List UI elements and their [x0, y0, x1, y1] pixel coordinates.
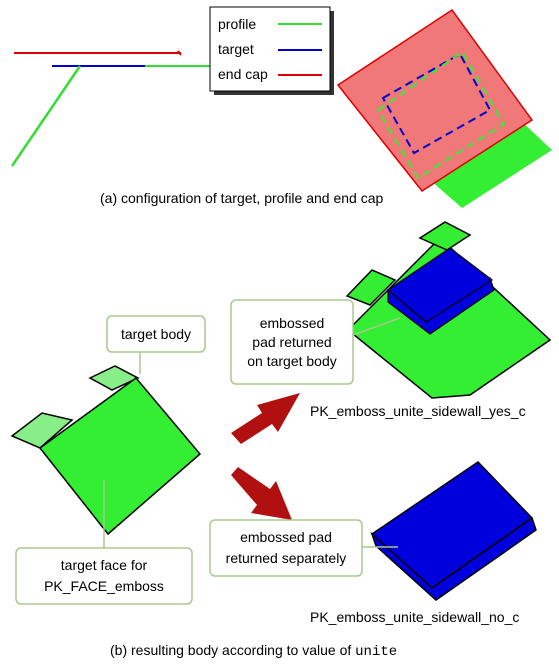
input-side-tab-left [10, 412, 74, 449]
callout-embossed-on-target-line2: pad returned [252, 334, 331, 350]
united-side-tab-top [418, 221, 472, 251]
result-label-yes: PK_emboss_unite_sidewall_yes_c [310, 403, 526, 419]
separate-pad-side [370, 516, 537, 601]
arrow-to-yes [231, 393, 300, 444]
callout-target-face-line1: target face for [61, 557, 148, 573]
profile-slab [430, 120, 552, 208]
united-pad-top [387, 247, 494, 323]
profile-outline [376, 50, 506, 180]
legend-profile-label: profile [218, 16, 256, 32]
callout-embossed-on-target: embossed pad returned on target body [230, 299, 401, 385]
callout-target-body: target body [106, 315, 206, 374]
caption-b: (b) resulting body according to value of… [110, 642, 397, 660]
target-face [38, 376, 202, 536]
arrow-to-no [231, 467, 292, 520]
result-united [345, 221, 552, 399]
input-body [10, 365, 202, 536]
result-arrows [231, 393, 300, 520]
callout-embossed-separate: embossed pad returned separately [209, 519, 398, 577]
result-separate [370, 461, 537, 601]
callout-embossed-on-target-line1: embossed [260, 315, 325, 331]
caption-b-text: (b) resulting body according to value of [110, 642, 355, 658]
callout-embossed-on-target-line3: on target body [247, 353, 337, 369]
input-side-tab-top [88, 365, 140, 391]
legend-endcap-label: end cap [218, 66, 268, 82]
callout-embossed-separate-line1: embossed pad [240, 529, 332, 545]
end-cap-face [336, 8, 534, 192]
config-3d [336, 8, 552, 208]
callout-target-body-text: target body [121, 326, 191, 342]
config-sketch [10, 50, 215, 167]
profile-line-diagonal [10, 65, 82, 167]
callout-target-face-line2: PK_FACE_emboss [44, 578, 164, 594]
caption-a: (a) configuration of target, profile and… [100, 190, 384, 206]
separate-pad-top [370, 461, 534, 589]
legend: profile target end cap [209, 6, 334, 95]
legend-target-label: target [218, 41, 254, 57]
callout-target-face: target face for PK_FACE_emboss [15, 480, 193, 605]
result-label-no: PK_emboss_unite_sidewall_no_c [310, 609, 519, 625]
caption-b-code: unite [355, 644, 397, 660]
target-outline [381, 52, 492, 155]
united-side-tab-left [345, 269, 397, 306]
callout-embossed-separate-line2: returned separately [226, 550, 347, 566]
